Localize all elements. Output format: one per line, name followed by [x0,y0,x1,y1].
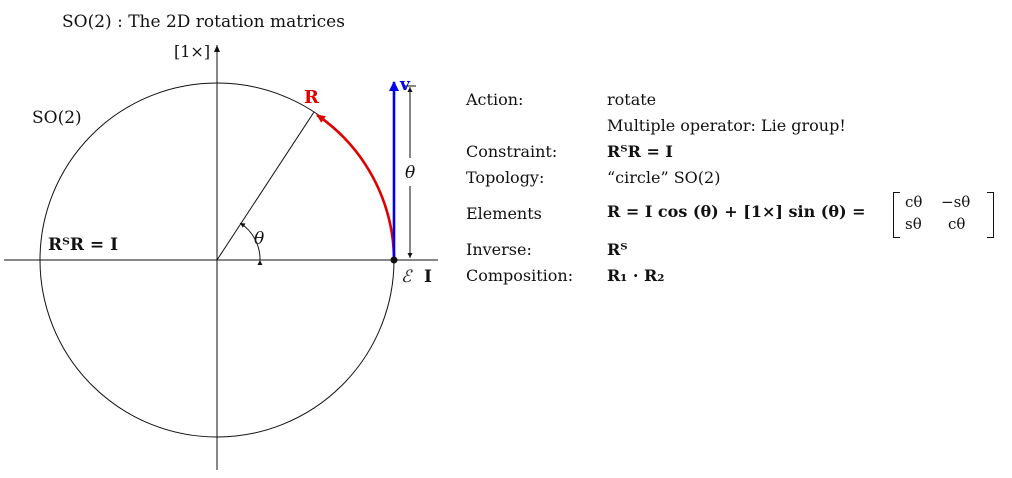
constraint-on-circle-label: RᵀR = I [48,235,118,255]
matrix-cell-22: cθ [948,215,966,233]
identity-script-label: ℰ [401,267,413,287]
matrix-right-bracket [987,192,994,238]
identity-label: I [424,267,432,287]
inverse-value: Rᵀ [607,240,628,259]
rotation-point-label: R [304,87,320,108]
diagram-title: SO(2) : The 2D rotation matrices [62,12,345,32]
elements-label: Elements [466,204,542,223]
skew-axis-label: [1×] [174,42,210,61]
identity-point [390,256,398,264]
topology-value: “circle” SO(2) [607,168,721,187]
elements-row: Elements R = I cos (θ) + [1×] sin (θ) = … [466,192,994,238]
origin-angle-arc [239,222,263,266]
constraint-value: RᵀR = I [607,142,673,161]
matrix-cell-11: cθ [905,193,923,211]
action-note: Multiple operator: Lie group! [607,116,846,135]
tangent-vector-label: v [399,75,411,95]
theta-label-origin: θ [254,229,264,249]
theta-label-side: θ [405,163,415,183]
matrix-left-bracket [893,192,900,238]
rotation-arc [316,113,396,259]
inverse-label: Inverse: [466,240,532,259]
action-value: rotate [607,90,657,109]
elements-equation: R = I cos (θ) + [1×] sin (θ) = [607,202,866,221]
topology-label: Topology: [466,168,545,187]
matrix-cell-21: sθ [905,215,922,233]
group-label: SO(2) [32,108,82,128]
constraint-label: Constraint: [466,142,558,161]
action-label: Action: [466,90,524,109]
composition-value: R₁ · R₂ [607,266,665,285]
rotation-radius [216,111,315,261]
matrix-cell-12: −sθ [941,193,971,211]
composition-label: Composition: [466,266,574,285]
